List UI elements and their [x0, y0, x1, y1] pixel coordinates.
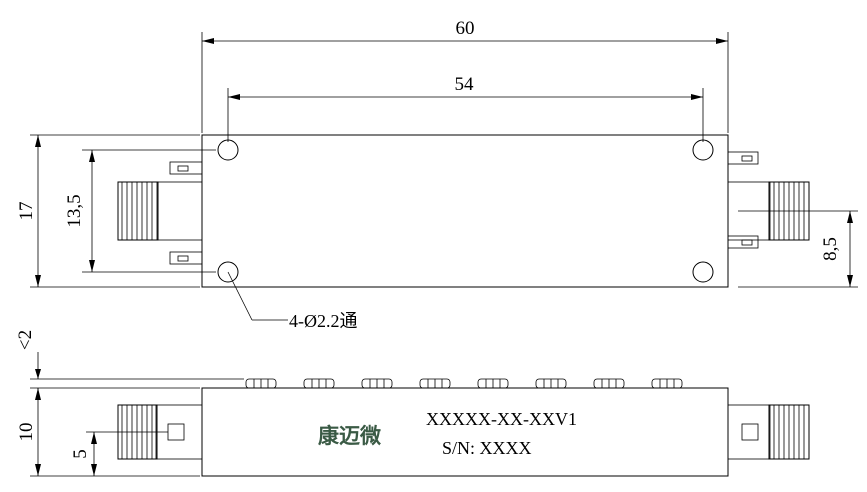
dimension-hole-spacing-height: 13,5: [64, 149, 216, 273]
cover-screws: [245, 378, 683, 389]
left-connector-top: [117, 161, 203, 265]
dimension-label-13-5: 13,5: [64, 194, 85, 227]
top-view: 60 54 17 13,5: [16, 18, 858, 331]
dimension-lid-clearance: <2: [15, 330, 244, 396]
hole-callout-text: 4-Ø2.2通: [289, 311, 358, 331]
mount-hole: [217, 139, 239, 161]
dimension-label-5: 5: [70, 449, 91, 459]
dimension-label-8-5: 8,5: [820, 237, 841, 261]
right-connector-top: [727, 151, 810, 249]
dimension-label-54: 54: [455, 74, 475, 95]
side-view: <2 10 5 康迈微 XXXXX-XX-XXV1 S/N: XXXX: [15, 330, 810, 477]
mount-hole: [692, 261, 714, 283]
housing-side-outline: [201, 387, 729, 477]
dimension-overall-length: 60: [201, 18, 729, 133]
right-connector-side: [727, 404, 810, 460]
dimension-label-10: 10: [16, 423, 37, 442]
dimension-label-60: 60: [456, 18, 475, 39]
brand-logo: 康迈微: [318, 424, 382, 448]
dimension-connector-offset: 8,5: [738, 210, 858, 288]
housing-top-outline: [201, 134, 729, 288]
hole-callout: 4-Ø2.2通: [227, 271, 358, 331]
model-number: XXXXX-XX-XXV1: [426, 409, 577, 429]
mount-hole: [217, 261, 239, 283]
dimension-hole-spacing: 54: [227, 74, 704, 142]
mount-hole: [692, 139, 714, 161]
dimension-label-17: 17: [16, 202, 37, 221]
serial-number: S/N: XXXX: [442, 438, 532, 458]
dimension-connector-height: 5: [70, 431, 168, 476]
dimension-body-height: 17: [16, 134, 200, 288]
dimension-side-height: 10: [16, 388, 200, 477]
dimension-label-lid: <2: [15, 330, 36, 350]
